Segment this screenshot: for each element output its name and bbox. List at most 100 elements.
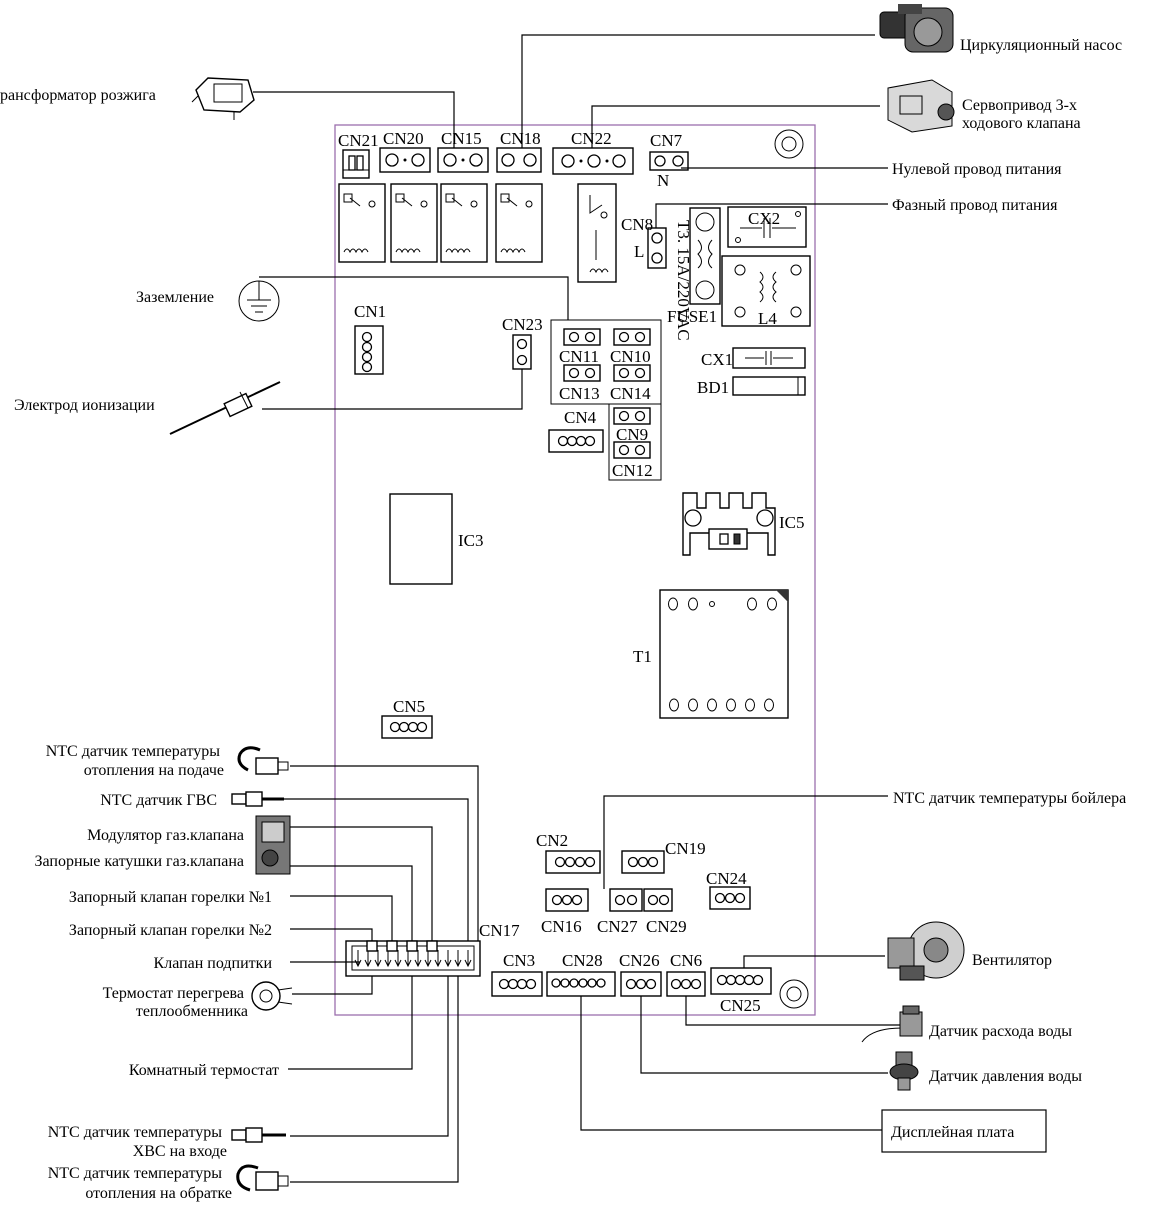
cn23-label: CN23	[502, 315, 543, 334]
cn9-label: CN9	[616, 425, 648, 444]
cn21-label: CN21	[338, 131, 379, 150]
cn8-label: CN8	[621, 215, 653, 234]
n-label: N	[657, 171, 669, 190]
pressure-sensor-icon	[889, 1051, 919, 1091]
servo-label-line2: ходового клапана	[962, 115, 1081, 132]
cn17-label: CN17	[479, 921, 520, 940]
cn7-connector	[649, 151, 689, 171]
ntc-supply-label-line2: отопления на подаче	[84, 762, 224, 779]
cn25-connector	[710, 967, 772, 995]
cn25-label: CN25	[720, 996, 761, 1015]
relay-3	[440, 183, 488, 263]
overheat-thermostat-icon	[251, 981, 293, 1011]
cn22-label: CN22	[571, 129, 612, 148]
cn24-label: CN24	[706, 869, 747, 888]
cn13-label: CN13	[559, 384, 600, 403]
cn2-connector	[545, 850, 601, 874]
cn10-connector	[613, 328, 651, 346]
cn6-label: CN6	[670, 951, 702, 970]
wires	[253, 34, 905, 1183]
overheat-label-line1: Термостат перегрева	[103, 985, 244, 1002]
cn2-label: CN2	[536, 831, 568, 850]
cn29-label: CN29	[646, 917, 687, 936]
ic5-label: IC5	[779, 513, 805, 532]
fuse1-holder	[689, 207, 721, 305]
fan-label: Вентилятор	[972, 952, 1052, 969]
ntc-cold-water-sensor-icon	[231, 1127, 286, 1143]
connector-cluster-frame-lower	[608, 403, 662, 481]
phase-wire-label: Фазный провод питания	[892, 197, 1058, 214]
cn27-connector	[609, 888, 643, 912]
modulator-label: Модулятор газ.клапана	[87, 827, 244, 844]
relay-2	[390, 183, 438, 263]
ntc-return-label-line2: отопления на обратке	[85, 1185, 232, 1202]
gas-valve-icon	[255, 815, 291, 875]
cn29-connector	[643, 888, 673, 912]
circulation-pump-icon	[879, 4, 954, 53]
cn21-connector	[342, 149, 370, 179]
cn11-connector	[563, 328, 601, 346]
cn16-connector	[545, 888, 589, 912]
ground-icon	[238, 280, 280, 322]
cn11-label: CN11	[559, 347, 599, 366]
bd1-label: BD1	[697, 378, 729, 397]
cn26-label: CN26	[619, 951, 660, 970]
flow-sensor-label: Датчик расхода воды	[929, 1023, 1072, 1040]
fan-icon	[887, 921, 965, 981]
ionization-electrode-icon	[169, 381, 281, 435]
cn5-label: CN5	[393, 697, 425, 716]
cn27-label: CN27	[597, 917, 638, 936]
pump-label: Циркуляционный насос	[960, 37, 1122, 54]
cn5-connector	[381, 715, 433, 739]
t1-label: T1	[633, 647, 652, 666]
ignition-transformer-icon	[191, 77, 255, 120]
ground-label: Заземление	[136, 289, 214, 306]
cx2-label: CX2	[748, 209, 780, 228]
mounting-hole-top	[774, 129, 804, 159]
burner-valve-1-label: Запорный клапан горелки №1	[69, 889, 272, 906]
ntc-return-label-line1: NTC датчик температуры	[48, 1165, 223, 1182]
cn24-connector	[709, 886, 751, 910]
relay-5	[577, 183, 617, 283]
cn13-connector	[563, 364, 601, 382]
cn28-label: CN28	[562, 951, 603, 970]
cn1-connector	[354, 325, 384, 375]
fuse1-label: FUSE1	[667, 307, 717, 326]
cn10-label: CN10	[610, 347, 651, 366]
cx1-capacitor	[732, 347, 806, 369]
cn28-connector	[546, 971, 616, 997]
cn12-label: CN12	[612, 461, 653, 480]
cn14-label: CN14	[610, 384, 651, 403]
cn3-label: CN3	[503, 951, 535, 970]
servo-label-line1: Сервопривод 3-х	[962, 97, 1077, 114]
shutoff-coils-label: Запорные катушки газ.клапана	[35, 853, 245, 870]
cn22-connector	[552, 147, 634, 175]
mounting-hole-bottom	[779, 979, 809, 1009]
cn12-connector	[613, 441, 651, 459]
cn23-connector	[512, 334, 532, 370]
neutral-wire-label: Нулевой провод питания	[892, 161, 1062, 178]
cn1-label: CN1	[354, 302, 386, 321]
cn17-connector	[345, 940, 481, 977]
relay-1	[338, 183, 386, 263]
cn14-connector	[613, 364, 651, 382]
cn18-connector	[496, 147, 542, 173]
cn15-connector	[437, 147, 489, 173]
cn20-label: CN20	[383, 129, 424, 148]
ic3-chip	[389, 493, 453, 585]
bd1-bridge	[732, 376, 806, 396]
cn3-connector	[491, 971, 543, 997]
display-board-box	[881, 1109, 1047, 1153]
cn26-connector	[620, 971, 662, 997]
l4-choke	[721, 255, 811, 327]
cn9-connector	[613, 407, 651, 425]
fuse-rating-label: T3. 15A/220VAC	[674, 220, 693, 341]
cx1-label: CX1	[701, 350, 733, 369]
flow-sensor-icon	[861, 1005, 923, 1043]
cn16-label: CN16	[541, 917, 582, 936]
relay-4	[495, 183, 543, 263]
ntc-cold-label-line2: ХВС на входе	[133, 1143, 227, 1160]
display-board-label: Дисплейная плата	[891, 1124, 1014, 1141]
cn7-label: CN7	[650, 131, 683, 150]
